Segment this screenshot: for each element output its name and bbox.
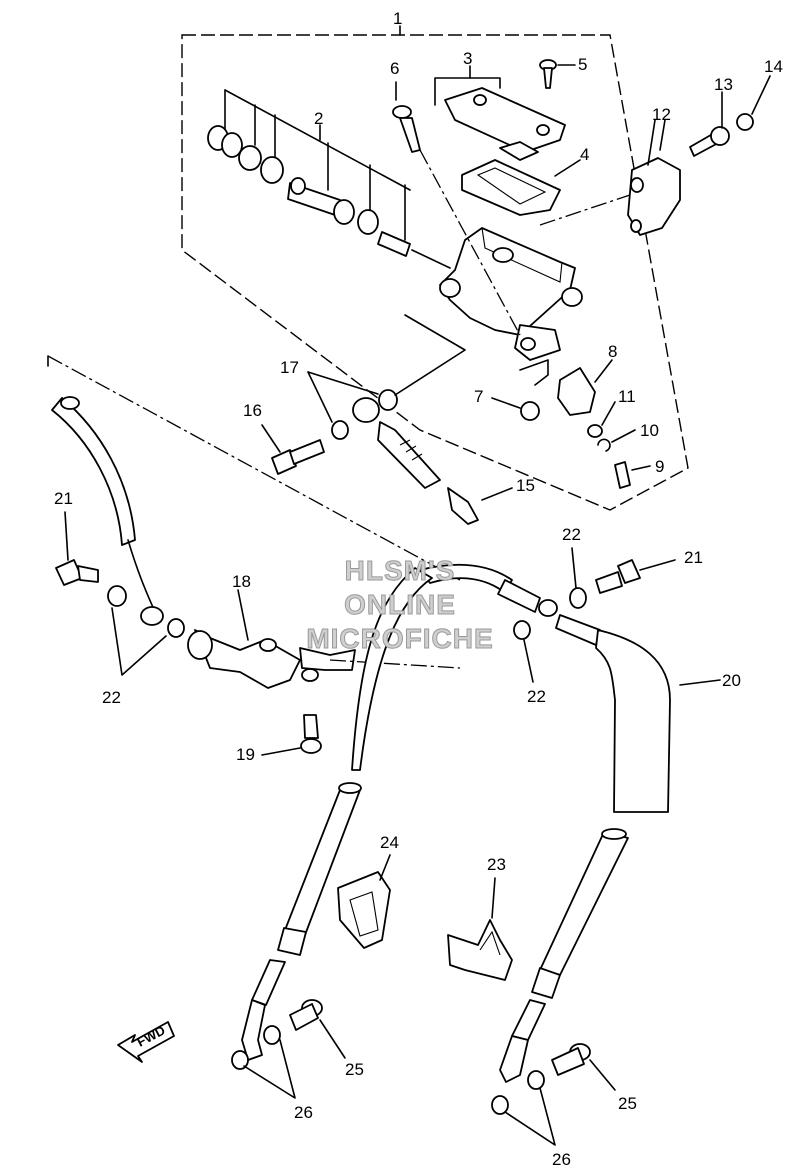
union-bolt-21-left — [55, 511, 99, 586]
callout-16: 16 — [243, 401, 262, 420]
callout-25-left: 25 — [345, 1060, 364, 1079]
screw-9 — [614, 461, 651, 489]
nut-14 — [736, 75, 771, 131]
watermark-line-3: MICROFICHE — [306, 623, 493, 654]
reservoir-cap — [434, 77, 566, 161]
assembly-boundary — [181, 34, 689, 511]
callout-3: 3 — [463, 49, 472, 68]
clamp-23 — [447, 877, 513, 981]
screw-5 — [539, 59, 576, 89]
bolt-13 — [689, 91, 730, 157]
callout-20: 20 — [722, 671, 741, 690]
brake-switch — [519, 359, 613, 416]
callout-10: 10 — [640, 421, 659, 440]
callout-26-left: 26 — [294, 1103, 313, 1122]
callout-21-right: 21 — [684, 548, 703, 567]
gaskets-22 — [107, 547, 587, 683]
callout-22-right-lower: 22 — [527, 687, 546, 706]
callout-2: 2 — [314, 109, 323, 128]
callout-22-left: 22 — [102, 688, 121, 707]
union-bolt-21-right — [595, 559, 676, 594]
piston-kit — [207, 89, 451, 269]
callout-24: 24 — [380, 833, 399, 852]
right-hose-lower — [491, 828, 629, 1115]
callout-numbers: 1 2 3 4 5 6 7 8 9 10 11 12 13 14 15 16 1… — [54, 9, 783, 1169]
union-bolt-16 — [261, 424, 325, 475]
callout-8: 8 — [608, 342, 617, 361]
left-hose-lower — [231, 782, 362, 1070]
callout-19: 19 — [236, 745, 255, 764]
gaskets-17 — [307, 371, 398, 440]
bleed-screw — [392, 81, 521, 336]
screw-7 — [491, 397, 540, 421]
watermark-line-2: ONLINE — [344, 589, 456, 620]
bolt-25-left — [289, 999, 346, 1059]
brake-hose-20 — [351, 563, 721, 813]
diaphragm — [461, 159, 561, 216]
fwd-arrow-icon: FWD — [117, 1021, 175, 1063]
callout-13: 13 — [714, 75, 733, 94]
bolt-25-right — [551, 1043, 616, 1091]
watermark: HLSM'S ONLINE MICROFICHE — [306, 555, 493, 655]
clamp-24 — [337, 854, 391, 949]
callout-18: 18 — [232, 572, 251, 591]
left-hose-upper — [51, 396, 164, 626]
circlip-11 — [587, 401, 616, 438]
callout-12: 12 — [652, 105, 671, 124]
hose-fitting-15 — [352, 397, 513, 525]
callout-7: 7 — [474, 387, 483, 406]
callout-6: 6 — [390, 59, 399, 78]
hose-joint — [187, 589, 461, 689]
callout-4: 4 — [580, 145, 589, 164]
callout-1: 1 — [393, 9, 402, 28]
callout-5: 5 — [578, 55, 587, 74]
callout-21-left: 21 — [54, 489, 73, 508]
watermark-line-1: HLSM'S — [345, 555, 456, 586]
circlip-10 — [597, 429, 636, 452]
callout-11: 11 — [618, 387, 636, 406]
callout-14: 14 — [764, 57, 783, 76]
callout-17: 17 — [280, 358, 299, 377]
callout-26-right: 26 — [552, 1150, 571, 1169]
master-cylinder-body — [439, 227, 583, 361]
callout-25-right: 25 — [618, 1094, 637, 1113]
callout-9: 9 — [655, 457, 664, 476]
callout-22-right-upper: 22 — [562, 525, 581, 544]
lever-holder — [539, 119, 681, 236]
bolt-19 — [261, 714, 322, 756]
callout-15: 15 — [516, 476, 535, 495]
callout-23: 23 — [487, 855, 506, 874]
